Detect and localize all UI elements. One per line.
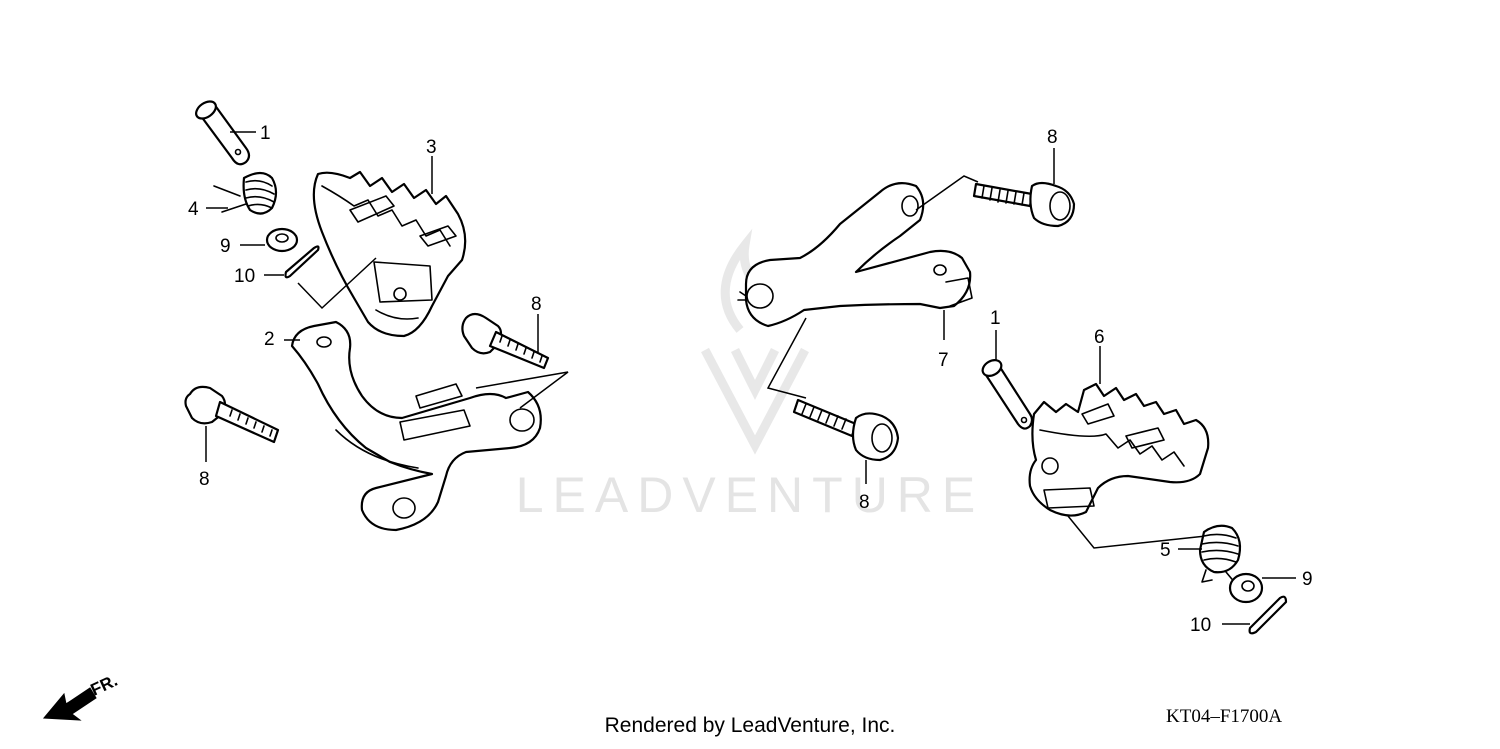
callout-right-bolt-upper: 8: [1047, 127, 1058, 148]
left-washer: [265, 227, 299, 253]
left-bracket: [290, 320, 542, 532]
callout-left-bracket: 2: [264, 329, 275, 350]
left-cotter-pin: [284, 245, 320, 279]
left-bolt-lower: [184, 385, 280, 444]
callout-right-washer: 9: [1302, 569, 1313, 590]
left-spring: [213, 171, 278, 215]
front-arrow-icon: [42, 687, 97, 721]
left-pin: [195, 100, 251, 166]
leadventure-logo-icon: [701, 347, 809, 455]
right-pin: [981, 359, 1034, 430]
callout-left-washer: 9: [220, 236, 231, 257]
right-spring: [1198, 524, 1242, 585]
leadventure-watermark: LEADVENTURE: [516, 228, 985, 523]
callout-left-spring: 4: [188, 199, 199, 220]
callout-right-bolt-lower: 8: [859, 492, 870, 513]
callout-right-pin: 1: [990, 308, 1001, 329]
right-bolt-upper: [972, 181, 1076, 228]
left-footpeg: [312, 170, 467, 338]
callout-right-spring: 5: [1160, 540, 1171, 561]
callout-right-bracket: 7: [938, 350, 949, 371]
callout-left-cotter: 10: [234, 266, 255, 287]
left-bolt-upper: [461, 312, 550, 370]
callout-left-pin: 1: [260, 123, 271, 144]
callout-left-footpeg: 3: [426, 137, 437, 158]
callout-left-bolt-upper: 8: [531, 294, 542, 315]
right-cotter-pin: [1248, 595, 1288, 635]
right-washer: [1228, 572, 1264, 604]
diagram-code: KT04–F1700A: [1166, 706, 1283, 727]
watermark-text: LEADVENTURE: [516, 467, 985, 523]
callout-left-bolt-lower: 8: [199, 469, 210, 490]
right-bolt-lower: [792, 398, 900, 462]
callout-right-footpeg: 6: [1094, 327, 1105, 348]
callout-right-cotter: 10: [1190, 615, 1211, 636]
right-footpeg: [1028, 382, 1210, 517]
front-direction-indicator: FR.: [42, 671, 121, 721]
right-bracket: [737, 181, 973, 328]
footer-credit: Rendered by LeadVenture, Inc.: [604, 714, 896, 737]
